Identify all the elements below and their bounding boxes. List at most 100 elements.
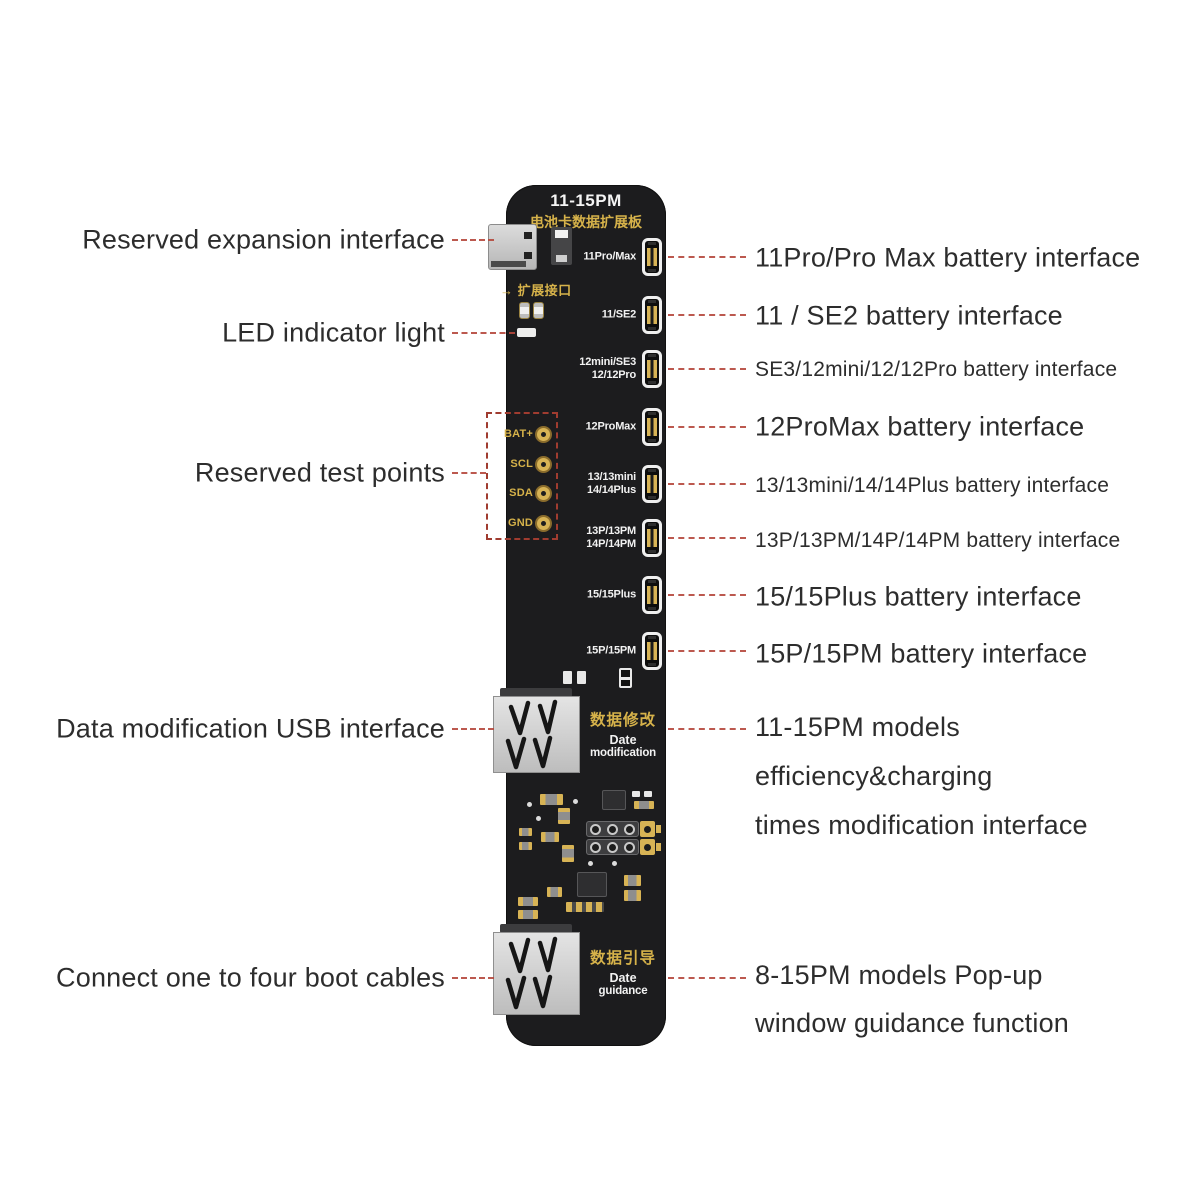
header-pin (607, 823, 618, 835)
leader-line (452, 472, 486, 474)
smd-resistor (518, 897, 538, 906)
battery-connector-15p (642, 632, 662, 670)
smd-diode (551, 227, 572, 265)
board-title: 11-15PM (550, 191, 622, 210)
smd-resistor (519, 842, 532, 850)
header-pin (607, 841, 618, 853)
smd-resistor (624, 890, 641, 901)
leader-line (452, 239, 494, 241)
leader-line (668, 368, 746, 370)
usb-port-data-guidance (493, 932, 580, 1015)
battery-connector-11se2 (642, 296, 662, 334)
soic-chip (577, 872, 607, 897)
via-dot (536, 816, 541, 821)
led-indicator-pad (517, 328, 536, 337)
test-point-label: BAT+ (503, 428, 533, 440)
smd-capacitor (562, 845, 574, 862)
smd-component (577, 671, 586, 684)
annotation-led-indicator: LED indicator light (222, 317, 445, 348)
header-pin (590, 841, 601, 853)
via-dot (588, 861, 593, 866)
usb-shell-edge (500, 924, 572, 933)
test-points-outline (486, 412, 558, 540)
leader-line (668, 314, 746, 316)
usb-contacts-icon (505, 699, 558, 770)
connector-silkscreen-label: 15/15Plus (587, 588, 636, 601)
annotation-popup-guidance: 8-15PM models Pop-up window guidance fun… (755, 960, 1070, 1038)
battery-connector-12mini (642, 350, 662, 388)
annotation-13-14: 13/13mini/14/14Plus battery interface (755, 474, 1110, 497)
board-subtitle: 电池卡数据扩展板 (530, 214, 642, 230)
arrow-right-icon: → (500, 283, 514, 298)
usb-c-expansion-connector (488, 224, 537, 270)
expansion-interface-silkscreen: → 扩展接口 (500, 283, 572, 298)
test-point-pad (535, 515, 552, 532)
leader-line (668, 977, 746, 979)
annotation-modification-interface: 11-15PM models efficiency&charging times… (755, 712, 1088, 840)
connector-silkscreen-label: 12ProMax (585, 420, 637, 433)
leader-line (452, 977, 494, 979)
usb-contacts-icon (505, 936, 558, 1010)
leader-line (668, 650, 746, 652)
smd-resistor (541, 832, 559, 842)
connector-silkscreen-label: 11Pro/Max (583, 250, 636, 263)
smd-array (566, 902, 604, 912)
usb-modification-silkscreen: 数据修改 Date modification (589, 712, 656, 759)
smd-resistor (518, 910, 538, 919)
annotation-11-se2: 11 / SE2 battery interface (755, 300, 1063, 331)
led-indicator (533, 302, 544, 319)
smd-pad (632, 791, 640, 797)
smd-component (619, 668, 632, 688)
smd-resistor (547, 887, 562, 897)
annotation-15-15plus: 15/15Plus battery interface (755, 581, 1082, 612)
smd-component (563, 671, 572, 684)
connector-silkscreen-label: 11/SE2 (601, 308, 636, 321)
header-pin (624, 823, 635, 835)
battery-connector-11promax (642, 238, 662, 276)
qfn-chip (602, 790, 626, 810)
test-point-pad (535, 456, 552, 473)
header-pin (590, 823, 601, 835)
annotation-13p-14p: 13P/13PM/14P/14PM battery interface (755, 529, 1121, 552)
test-point-pad (535, 426, 552, 443)
leader-line (668, 728, 746, 730)
annotation-11pro-max: 11Pro/Pro Max battery interface (755, 242, 1141, 273)
smd-resistor (634, 801, 654, 809)
usb-port-data-modification (493, 696, 580, 773)
smd-resistor (519, 828, 532, 836)
battery-connector-13-14 (642, 465, 662, 503)
usb-guidance-silkscreen: 数据引导 Date guidance (589, 950, 656, 997)
test-point-pad (535, 485, 552, 502)
leader-line (452, 332, 515, 334)
annotation-boot-cables: Connect one to four boot cables (56, 962, 445, 993)
smd-resistor (624, 875, 641, 886)
leader-line (452, 728, 494, 730)
annotation-reserved-expansion: Reserved expansion interface (82, 224, 445, 255)
leader-line (668, 483, 746, 485)
annotation-reserved-test-points: Reserved test points (194, 457, 445, 488)
via-dot (573, 799, 578, 804)
test-point-label: SDA (509, 487, 533, 499)
smd-capacitor (558, 808, 570, 824)
via-dot (527, 802, 532, 807)
annotation-12promax: 12ProMax battery interface (755, 411, 1085, 442)
leader-line (668, 256, 746, 258)
annotation-data-modification-usb: Data modification USB interface (56, 713, 445, 744)
pin-header-row (586, 839, 639, 855)
usb-shell-edge (500, 688, 572, 697)
via-dot (612, 861, 617, 866)
test-point-label: SCL (510, 458, 533, 470)
header-tab (656, 825, 661, 833)
pin-header-row (586, 821, 639, 837)
annotation-15p-15pm: 15P/15PM battery interface (755, 638, 1088, 669)
led-indicator (519, 302, 530, 319)
header-pin (624, 841, 635, 853)
leader-line (668, 594, 746, 596)
battery-connector-12promax (642, 408, 662, 446)
test-point-label: GND (507, 517, 533, 529)
header-tab (656, 843, 661, 851)
